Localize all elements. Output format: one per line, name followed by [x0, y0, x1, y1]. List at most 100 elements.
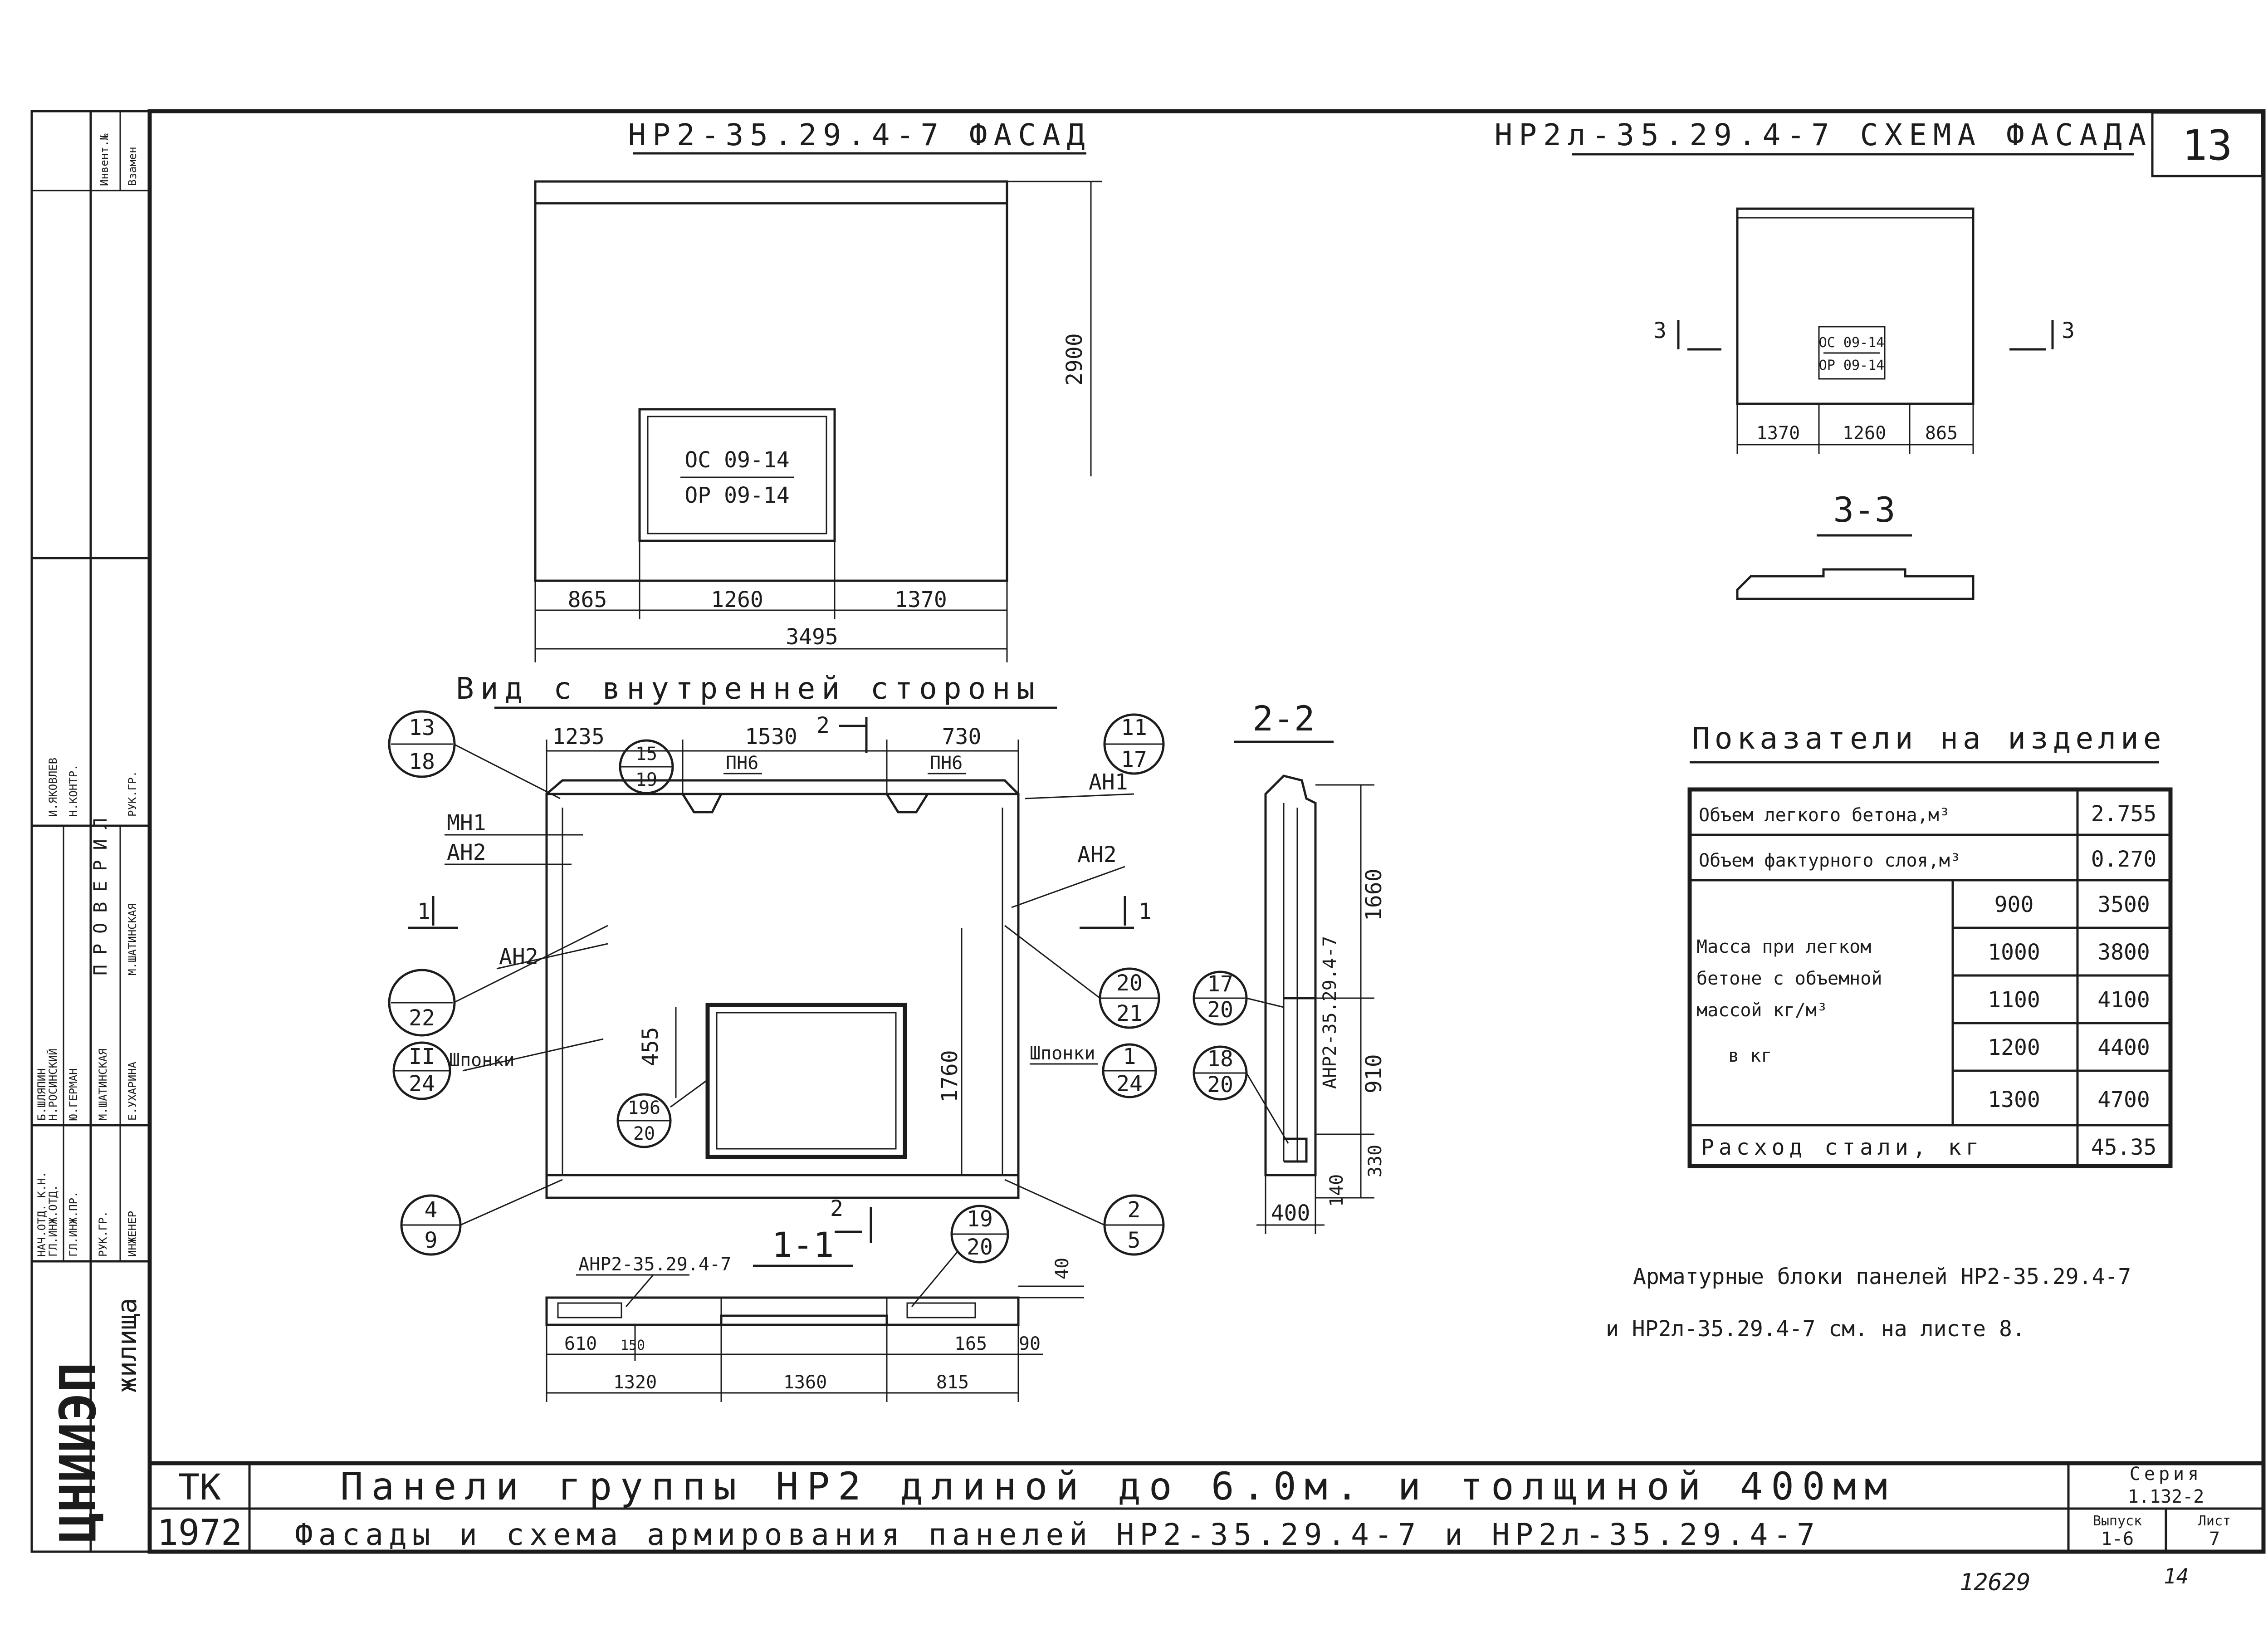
facade-total-dim: 3495: [786, 624, 838, 650]
signer-name-4: М.ШАТИНСКАЯ: [97, 1049, 109, 1121]
indicators-title: Показатели на изделие: [1692, 721, 2165, 756]
section-22-dim-4: 140: [1326, 1174, 1347, 1207]
sheet-number: 13: [2182, 121, 2233, 170]
svg-text:24: 24: [1116, 1071, 1143, 1097]
section-11-dim-3: 1320: [613, 1372, 657, 1393]
org-sub: жилища: [112, 1298, 142, 1393]
section-11-dim-1: 610: [564, 1333, 597, 1354]
label-shponki-left: Шпонки: [449, 1050, 515, 1071]
callout-19-20: 19 20: [911, 1205, 1009, 1307]
section-22-dim-3: 330: [1365, 1145, 1386, 1177]
stamp-replace: Взамен: [126, 147, 139, 186]
checker-1: И.ЯКОВЛЕВ: [47, 758, 59, 817]
section-11-dim-7: 90: [1019, 1333, 1041, 1354]
facade-window: [638, 408, 836, 542]
svg-text:19: 19: [635, 769, 657, 790]
svg-text:17: 17: [1207, 971, 1233, 997]
facade-dim-2: 1260: [711, 587, 763, 613]
row-light-concrete-value: 2.755: [2091, 801, 2157, 827]
title-block: ТК 1972 Панели группы НР2 длиной до 6.0м…: [150, 1461, 2263, 1553]
callout-13-18: 13 18: [388, 710, 561, 799]
left-strip-grid: [32, 111, 150, 1552]
mass-value-1: 3500: [2097, 892, 2150, 917]
mass-label-1: Масса при легком: [1696, 936, 1871, 957]
cut-1-left: 1: [417, 899, 430, 924]
callout-2-5: 2 5: [1004, 1179, 1165, 1256]
facade-window-label-2: ОР 09-14: [684, 483, 789, 508]
callout-4-9: 4 9: [400, 1179, 563, 1256]
section-33-profile: [1736, 568, 1975, 600]
section-11: 1-1 2 АНР2-35.29.4-7 610 150 1320 1360 1…: [545, 1196, 1084, 1402]
svg-text:18: 18: [409, 749, 435, 774]
signer-name-1: Б.ШЛЯПИН: [35, 1068, 48, 1121]
svg-text:20: 20: [1116, 970, 1143, 996]
scheme-title: НР2л-35.29.4-7 СХЕМА ФАСАДА: [1495, 118, 2153, 152]
year: 1972: [157, 1513, 242, 1553]
section-22-dim-5: 400: [1271, 1201, 1310, 1226]
checker-2: М.ШАТИНСКАЯ: [126, 903, 139, 975]
scheme-dim-1: 1370: [1756, 423, 1800, 444]
scheme-cut-left: 3: [1653, 318, 1667, 343]
svg-text:4: 4: [425, 1197, 438, 1223]
inner-dim-3: 730: [942, 724, 982, 750]
svg-text:18: 18: [1207, 1046, 1233, 1072]
label-pn6-a: ПН6: [726, 753, 758, 774]
svg-text:196: 196: [628, 1098, 660, 1118]
callout-18-20: 18 20: [1193, 1045, 1289, 1144]
facade-dim-1: 865: [568, 587, 607, 613]
checker-role-1: Н.КОНТР.: [67, 764, 80, 817]
code: ТК: [178, 1467, 221, 1508]
inner-view: Вид с внутренней стороны 1235 1530 730 2…: [408, 671, 1152, 1199]
section-11-profile: [545, 1296, 1020, 1326]
signer-role-3: ГЛ.ИНЖ.ПР.: [67, 1191, 80, 1257]
section-22: 2-2 АНР2-35.29.4-7 1660 910 330 140 400: [1234, 698, 1387, 1234]
svg-text:9: 9: [425, 1228, 438, 1253]
label-mn1: МН1: [447, 810, 486, 836]
mass-label-4: в кг: [1728, 1045, 1772, 1066]
footer-number-1: 12629: [1960, 1569, 2031, 1596]
signer-name-5: Е.УХАРИНА: [126, 1061, 139, 1121]
section-22-label: АНР2-35.29.4-7: [1320, 936, 1340, 1089]
scheme-view: НР2л-35.29.4-7 СХЕМА ФАСАДА ОС 09-14 ОР …: [1495, 118, 2153, 600]
title-line-2: Фасады и схема армирования панелей НР2-3…: [295, 1517, 1820, 1552]
mass-value-5: 4700: [2097, 1087, 2150, 1112]
callout-196-20: 196 20: [616, 1079, 708, 1148]
section-11-dim-2: 150: [621, 1338, 645, 1353]
section-22-dim-2: 910: [1361, 1054, 1387, 1093]
signer-role-1: НАЧ.ОТД. К.Н.: [35, 1171, 48, 1257]
signer-role-5: ИНЖЕНЕР: [126, 1211, 139, 1257]
row-facing-layer-label: Объем фактурного слоя,м³: [1699, 850, 1961, 871]
svg-text:15: 15: [635, 744, 657, 764]
checker-role-2: РУК.ГР.: [126, 771, 139, 817]
facade-dim-3: 1370: [894, 587, 947, 613]
section-33-title: 3-3: [1833, 490, 1895, 530]
callout-15-19: 15 19: [619, 739, 674, 794]
svg-text:2: 2: [1128, 1197, 1141, 1223]
mass-label-2: бетоне с объемной: [1696, 968, 1882, 989]
callout-22: 22: [388, 925, 608, 1037]
svg-text:11: 11: [1121, 715, 1147, 740]
scheme-window-label-2: ОР 09-14: [1819, 358, 1885, 373]
density-2: 1000: [1988, 940, 2040, 965]
sheet-label: Лист: [2198, 1513, 2231, 1529]
section-11-title: 1-1: [772, 1225, 834, 1265]
density-1: 900: [1994, 892, 2034, 917]
mass-value-4: 4400: [2097, 1035, 2150, 1060]
inner-window: [705, 1003, 907, 1159]
label-pn6-b: ПН6: [930, 753, 963, 774]
section-22-profile: [1264, 774, 1317, 1176]
section-11-cut-mark: 2: [830, 1196, 843, 1221]
callout-20-21: 20 21: [1004, 925, 1160, 1029]
inner-dim-2: 1530: [745, 724, 797, 750]
density-5: 1300: [1988, 1087, 2040, 1112]
scheme-dim-3: 865: [1925, 423, 1958, 444]
section-11-dim-8: 40: [1052, 1258, 1073, 1279]
sheet-value: 7: [2209, 1529, 2220, 1549]
svg-text:22: 22: [409, 1005, 435, 1031]
svg-text:20: 20: [967, 1235, 993, 1260]
signer-role-4: РУК.ГР.: [97, 1211, 109, 1257]
mass-value-3: 4100: [2097, 987, 2150, 1013]
inner-view-title: Вид с внутренней стороны: [456, 671, 1041, 706]
